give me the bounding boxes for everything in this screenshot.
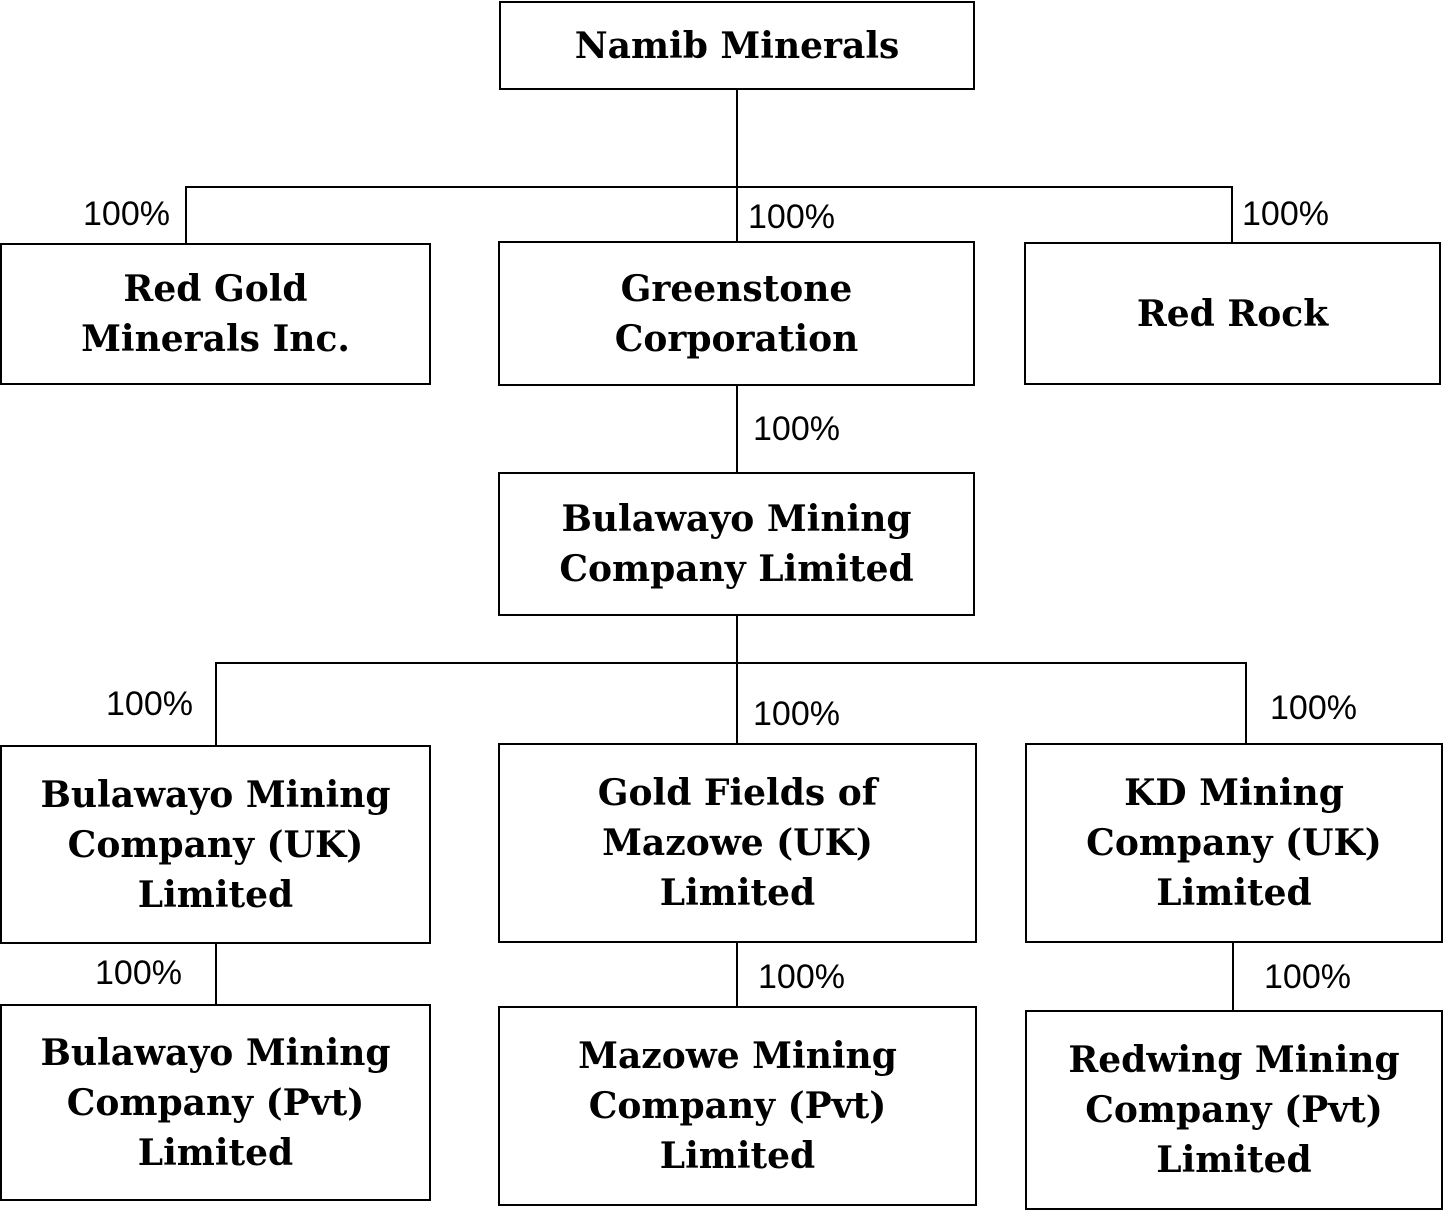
entity-namib-minerals: Namib Minerals xyxy=(499,1,975,90)
connector-line xyxy=(215,662,217,746)
entity-label: Red Rock xyxy=(1136,292,1329,335)
ownership-label-red-gold: 100% xyxy=(83,195,170,233)
connector-line xyxy=(1231,186,1233,244)
connector-line xyxy=(1232,941,1234,1011)
connector-line xyxy=(736,615,738,665)
connector-line xyxy=(215,662,1247,664)
connector-line xyxy=(185,186,187,244)
ownership-label-bulawayo-pvt: 100% xyxy=(95,954,182,992)
ownership-label-red-rock: 100% xyxy=(1242,195,1329,233)
ownership-label-bulawayo: 100% xyxy=(753,410,840,448)
connector-line xyxy=(736,186,738,243)
entity-red-rock: Red Rock xyxy=(1024,242,1441,385)
connector-line xyxy=(736,941,738,1007)
connector-line xyxy=(736,384,738,473)
connector-line xyxy=(185,186,1233,188)
connector-line xyxy=(1245,662,1247,744)
ownership-label-mazowe-pvt: 100% xyxy=(758,958,845,996)
connector-line xyxy=(215,942,217,1005)
connector-line xyxy=(736,662,738,744)
ownership-label-greenstone: 100% xyxy=(748,198,835,236)
ownership-label-gold-fields: 100% xyxy=(753,695,840,733)
ownership-label-bulawayo-uk: 100% xyxy=(106,685,193,723)
ownership-label-kd-mining: 100% xyxy=(1270,689,1357,727)
entity-label: Namib Minerals xyxy=(574,24,900,67)
connector-line xyxy=(736,88,738,188)
ownership-label-redwing-pvt: 100% xyxy=(1264,958,1351,996)
